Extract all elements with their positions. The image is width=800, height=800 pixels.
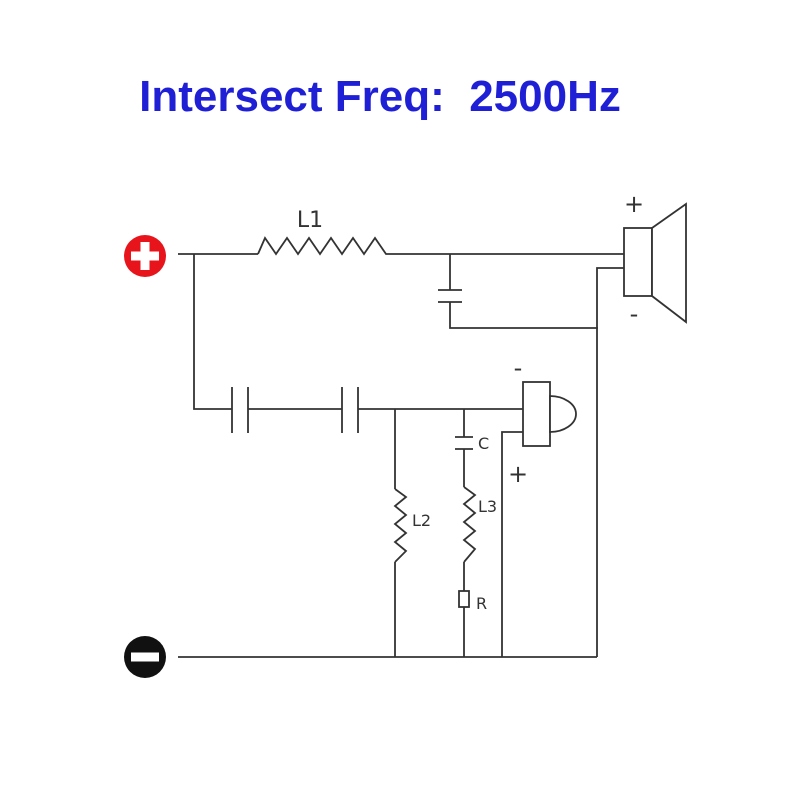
woofer-minus-label: -	[630, 300, 639, 328]
tweeter-minus-label: -	[514, 354, 523, 382]
resistor-r	[458, 590, 470, 608]
woofer-speaker-icon	[623, 202, 687, 324]
woofer-cap-wire	[449, 254, 598, 329]
inductor-l2	[393, 488, 408, 563]
negative-terminal-icon	[124, 636, 166, 678]
woofer-return-wire	[596, 267, 624, 657]
tweeter-plus-label: +	[508, 460, 528, 488]
inductor-l3	[462, 486, 477, 563]
tweeter-feed-wire	[193, 254, 523, 410]
label-r: R	[476, 594, 487, 613]
label-l3: L3	[478, 497, 497, 516]
woofer-plus-label: +	[624, 190, 644, 218]
tweeter-return-wire	[501, 431, 523, 657]
capacitor-woofer-shunt	[438, 289, 462, 303]
tweeter-speaker-icon	[522, 381, 577, 447]
label-l2: L2	[412, 511, 431, 530]
capacitor-c	[455, 436, 473, 450]
positive-terminal-icon	[124, 235, 166, 277]
label-l1: L1	[297, 208, 323, 233]
capacitor-series-1	[231, 387, 249, 433]
crossover-frequency-title: Intersect Freq: 2500Hz	[139, 72, 621, 121]
capacitor-series-2	[341, 387, 359, 433]
label-c: C	[478, 434, 489, 453]
inductor-l1	[257, 236, 398, 256]
